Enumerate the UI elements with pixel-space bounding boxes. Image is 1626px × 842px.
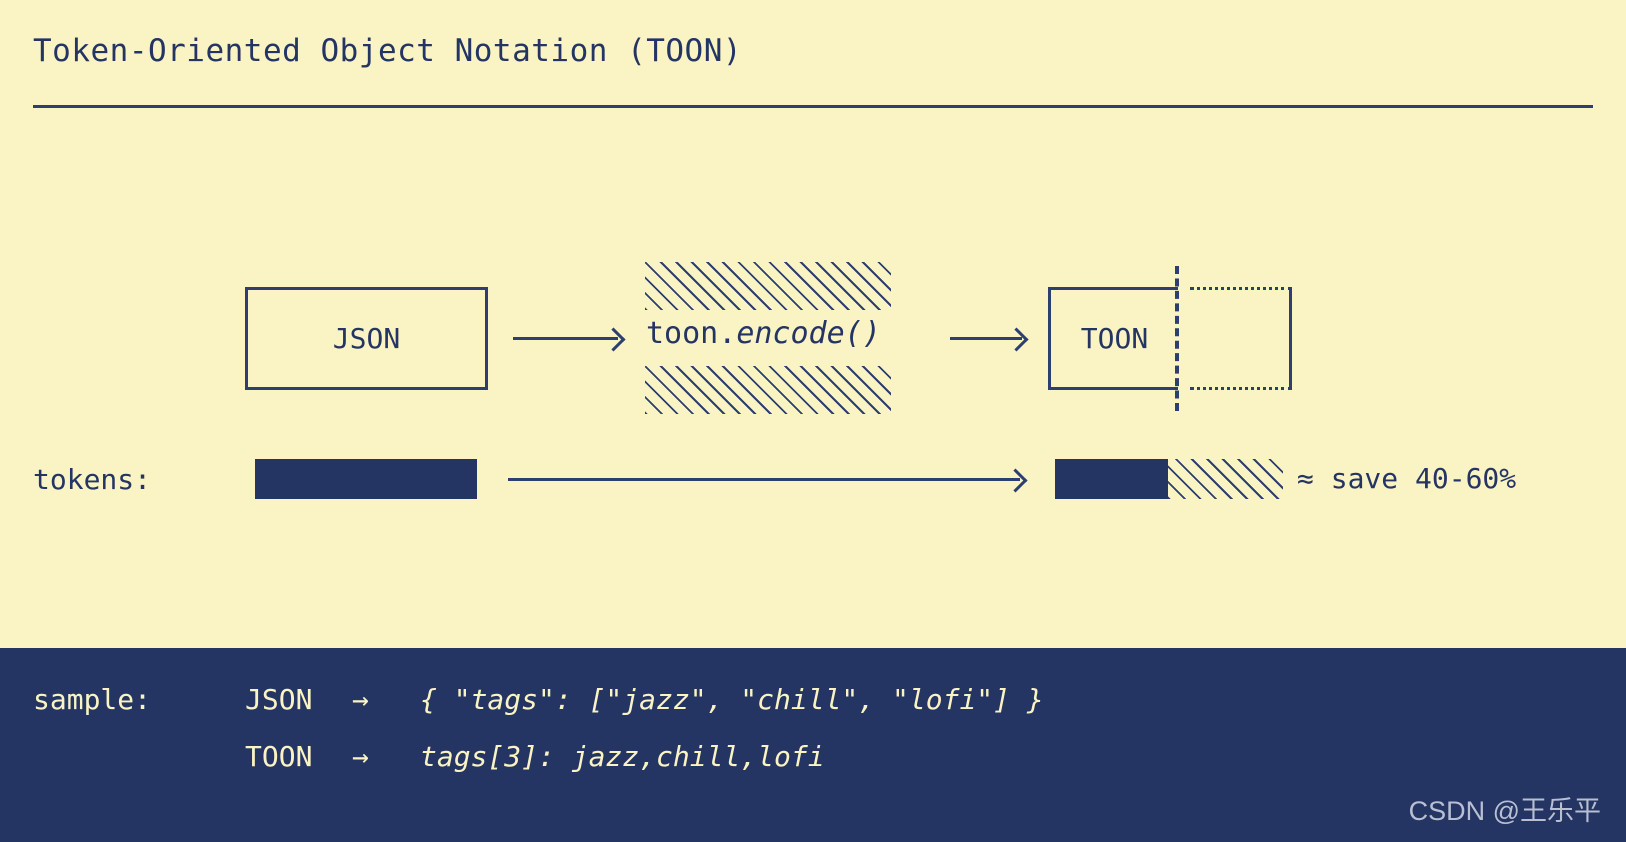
token-bar-toon-used — [1055, 459, 1168, 499]
toon-box-label: TOON — [1080, 322, 1149, 355]
arrow-right-icon: → — [352, 740, 369, 773]
token-savings-note: ≈ save 40-60% — [1297, 462, 1517, 495]
sample-row-toon-format: TOON — [245, 740, 313, 773]
sample-label: sample: — [33, 683, 152, 716]
encode-hatch-top — [645, 262, 891, 310]
arrow-right-icon: → — [352, 683, 369, 716]
json-box-label: JSON — [332, 322, 401, 355]
arrow-right-icon — [1004, 327, 1029, 352]
sample-row-toon-value: tags[3]: jazz,chill,lofi — [420, 740, 825, 773]
toon-ghost-box — [1190, 287, 1292, 390]
encode-call: encode() — [736, 316, 881, 351]
tokens-label: tokens: — [33, 463, 152, 496]
arrow-json-to-encode-line — [513, 337, 618, 340]
page-title: Token-Oriented Object Notation (TOON) — [33, 33, 743, 69]
toon-box: TOON — [1048, 287, 1178, 390]
sample-row-json-format: JSON — [245, 683, 313, 716]
encode-hatch-bottom — [645, 366, 891, 414]
token-bar-json — [255, 459, 477, 499]
header-divider — [33, 105, 1593, 108]
encode-prefix: toon. — [646, 316, 737, 351]
arrow-tokens-line — [508, 478, 1020, 481]
token-bar-toon-saved — [1168, 459, 1283, 499]
sample-panel — [0, 648, 1626, 842]
encode-label: toon.encode() — [646, 316, 881, 351]
sample-row-json-value: { "tags": ["jazz", "chill", "lofi"] } — [420, 683, 1044, 716]
watermark: CSDN @王乐平 — [1408, 796, 1601, 826]
arrow-right-icon — [1003, 468, 1028, 493]
arrow-encode-to-toon-line — [950, 337, 1022, 340]
arrow-right-icon — [601, 327, 626, 352]
toon-box-divider — [1175, 266, 1179, 411]
json-box: JSON — [245, 287, 488, 390]
